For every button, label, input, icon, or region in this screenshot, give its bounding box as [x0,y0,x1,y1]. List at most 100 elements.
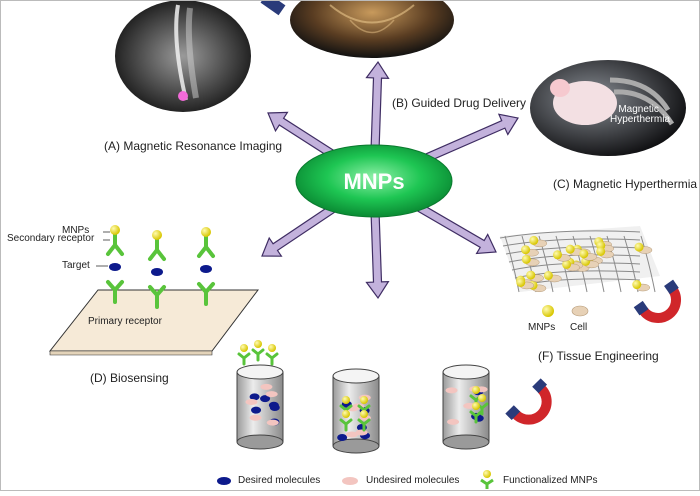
legend-functionalized: Functionalized MNPs [503,475,598,486]
scaffold-fiber [502,238,641,247]
cylinder-top [442,364,490,380]
tissue-mnp [526,270,536,280]
hyperthermia-overlay-line2: Hyperthermia [610,114,670,125]
arrow-down [365,210,390,300]
mnp-particle [152,230,162,240]
scaffold-fiber [504,235,520,293]
tissue-mnp [521,245,531,255]
cylinder-top [332,368,380,384]
mnp-head [360,396,368,404]
tissue-mnp [579,249,589,259]
primary-receptor [197,282,215,306]
mnp-head [342,396,350,404]
functionalized-mnp [265,344,279,366]
bio-label-secondary: Secondary receptor [7,233,95,244]
scaffold-fiber [640,235,656,293]
secondary-receptor [148,237,166,261]
tissue-magnet-icon [633,279,681,323]
tissue-mnp [596,246,606,256]
cylinder-top [236,364,284,380]
tissue-mnp [543,271,553,281]
tissue-mnp [521,254,531,264]
target-molecule [109,263,121,271]
undesired-molecule [265,391,278,398]
hyperthermia-overlay-line1: Magnetic [618,104,659,115]
undesired-molecule [245,398,258,405]
primary-receptor [106,280,124,304]
tissue-mnp [529,235,539,245]
undesired-molecule [445,387,458,394]
biosensing-receptors [106,225,215,309]
mnp-antibody [265,352,279,366]
cylinder-base [236,434,284,450]
mnp-antibody [339,418,353,432]
tissue-mnp [552,250,562,260]
undesired-molecule [447,418,460,425]
mri-spine-image [115,0,251,112]
label-drug-delivery: (B) Guided Drug Delivery [392,96,527,110]
bottom-legend-icons [217,470,494,489]
functionalized-mnp [469,402,483,424]
bio-label-mnps: MNPs [62,225,90,236]
mnp-head [472,402,480,410]
mnp-head [342,410,350,418]
tissue-mnp [516,277,526,287]
partial-magnet-top-icon [260,0,286,16]
mnp-antibody [237,352,251,366]
desired-molecule [337,433,348,441]
center-label: MNPs [343,169,404,194]
legend-undesired: Undesired molecules [366,475,460,486]
secondary-receptor [197,234,215,258]
cylinder-base [442,434,490,450]
mnp-particle [110,225,120,235]
separation-cylinder-2 [332,368,380,454]
undesired-molecule [249,414,262,421]
arrow-up [365,60,390,152]
target-molecule [151,268,163,276]
tissue-mnp [632,280,642,290]
target-molecule [200,265,212,273]
undesired-molecule [260,383,273,390]
receptor-stack-1 [106,225,124,304]
mnp-head [478,394,486,402]
biosensing-leader-lines [96,231,110,267]
undesired-molecule [266,419,279,426]
desired-molecule [249,393,260,401]
primary-receptor [148,285,166,309]
tissue-legend-cell: Cell [570,322,588,333]
tissue-legend-icons [542,305,589,317]
svg-text:Magnetic Hyperthermia: Magnetic Hyperthermia [610,104,670,125]
cylinder-base [332,438,380,454]
mnps-center-node: MNPs [295,144,453,218]
mnp-particle [201,227,211,237]
mnp-antibody [357,418,371,432]
tissue-mnp [565,244,575,254]
mnp-antibody [469,410,483,424]
label-hyperthermia: (C) Magnetic Hyperthermia [553,177,698,191]
functionalized-mnp [339,410,353,432]
tissue-legend-mnps: MNPs [528,322,556,333]
mnp-head [240,344,248,352]
mnp-antibody [251,348,265,362]
mnp-head [360,410,368,418]
label-mri: (A) Magnetic Resonance Imaging [104,139,283,153]
separation-cylinder-3 [442,364,490,450]
mnp-head [254,340,262,348]
desired-molecule [269,404,280,412]
desired-molecule [260,395,271,403]
scaffold-fiber [606,235,622,293]
drug-delivery-image [290,0,454,58]
receptor-stack-2 [148,230,166,309]
separation-cylinders [236,340,490,454]
mnp-head [268,344,276,352]
tissue-scaffold-image [499,226,660,293]
functionalized-mnp [357,410,371,432]
arrow-left [261,199,344,257]
functionalized-mnp [251,340,265,362]
mnp-head [472,386,480,394]
tissue-mnp [562,259,572,269]
receptor-stack-3 [197,227,215,306]
bio-label-primary: Primary receptor [88,316,162,327]
scaffold-fiber [514,270,641,279]
